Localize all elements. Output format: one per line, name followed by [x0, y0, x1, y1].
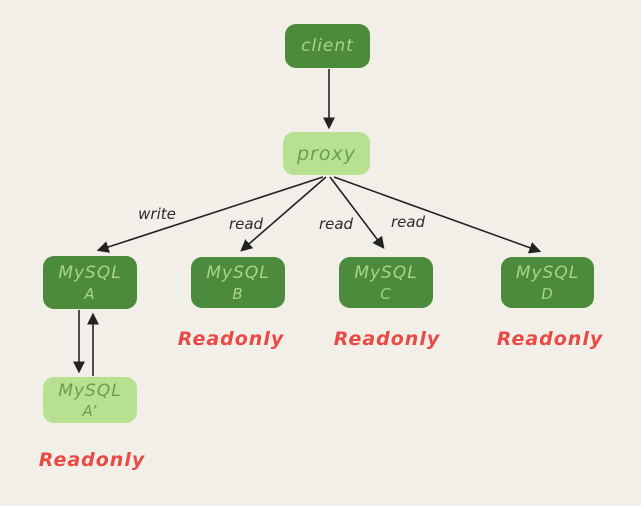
- edge-label-read-b: read: [228, 215, 264, 233]
- node-mysql-d: MySQL D: [501, 257, 594, 308]
- edge-proxy-mysql-c: [329, 176, 385, 249]
- readonly-label-d: Readonly: [496, 328, 604, 350]
- node-mysql-c-name: MySQL: [354, 263, 418, 284]
- edge-proxy-mysql-d: [333, 176, 542, 254]
- node-mysql-d-id: D: [541, 284, 554, 303]
- edge-proxy-mysql-a: [96, 176, 324, 253]
- node-proxy-label: proxy: [297, 142, 356, 165]
- node-proxy: proxy: [283, 132, 370, 175]
- node-mysql-a-prime-id: A’: [82, 402, 98, 421]
- node-mysql-b-name: MySQL: [206, 263, 270, 284]
- node-mysql-b: MySQL B: [191, 257, 285, 308]
- edge-label-read-c: read: [318, 215, 354, 233]
- node-mysql-a-id: A: [84, 284, 96, 303]
- node-client-label: client: [301, 36, 354, 56]
- node-mysql-a-prime-name: MySQL: [58, 380, 122, 401]
- readonly-label-c: Readonly: [333, 328, 441, 350]
- readonly-label-a-prime: Readonly: [38, 449, 146, 471]
- edge-label-write: write: [138, 205, 176, 223]
- node-mysql-c: MySQL C: [339, 257, 433, 308]
- node-client: client: [285, 24, 370, 68]
- readonly-label-b: Readonly: [177, 328, 285, 350]
- node-mysql-a-name: MySQL: [58, 263, 122, 284]
- node-mysql-c-id: C: [380, 284, 392, 303]
- edge-label-read-d: read: [390, 213, 426, 231]
- node-mysql-d-name: MySQL: [515, 263, 580, 284]
- node-mysql-b-id: B: [232, 284, 244, 303]
- edge-proxy-mysql-b: [240, 176, 327, 252]
- node-mysql-a: MySQL A: [43, 256, 137, 309]
- node-mysql-a-prime: MySQL A’: [43, 377, 137, 423]
